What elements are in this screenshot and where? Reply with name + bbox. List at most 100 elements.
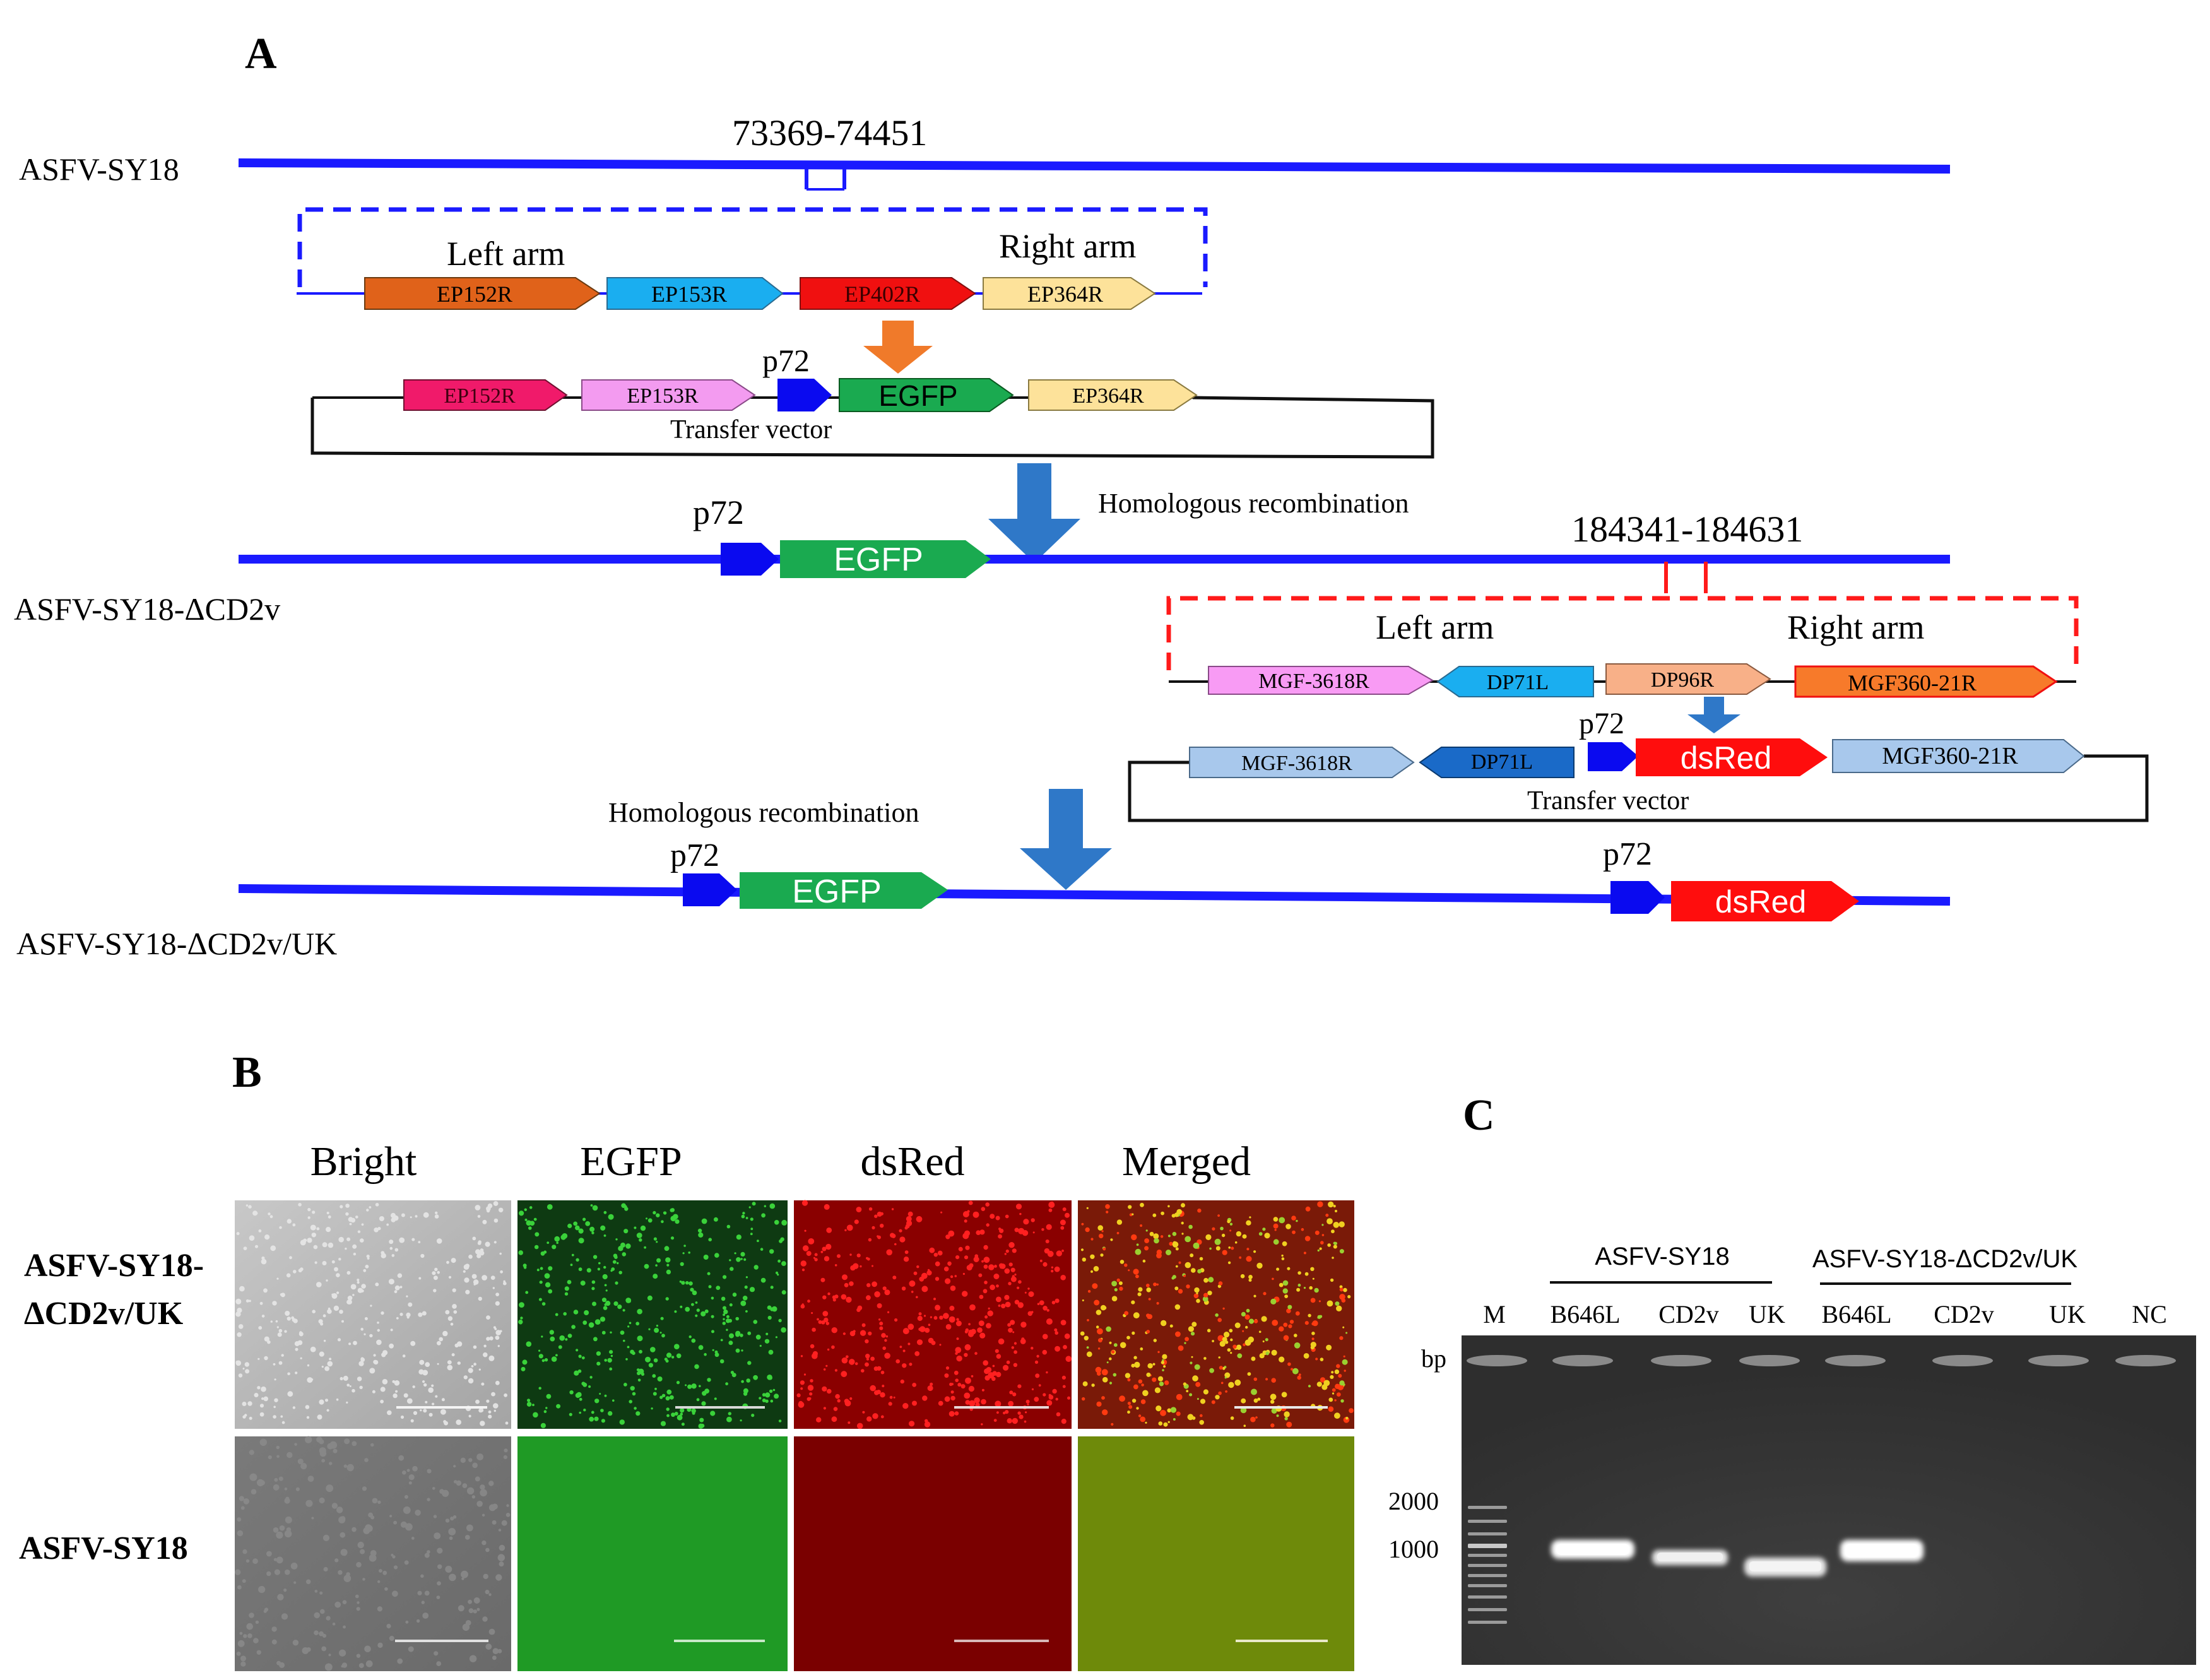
gene-ep364r-label: EP364R bbox=[1027, 281, 1103, 307]
column-label-merged: Merged bbox=[1122, 1139, 1251, 1185]
ladder-label-2000: 2000 bbox=[1388, 1487, 1439, 1515]
genome-line-wt bbox=[238, 158, 1951, 174]
gene-dp71l bbox=[1436, 666, 1594, 697]
genome2-egfp-label: EGFP bbox=[834, 541, 923, 578]
lane-label-nc: NC bbox=[2132, 1300, 2167, 1328]
panel-label-c: C bbox=[1463, 1091, 1495, 1140]
genome2-egfp bbox=[780, 540, 991, 578]
vector2-p72 bbox=[1588, 742, 1638, 771]
image-row1-dsred bbox=[794, 1200, 1072, 1429]
vector2-gene-dp71l bbox=[1419, 747, 1575, 778]
image-row1-bright bbox=[235, 1200, 511, 1429]
lane-label-b646l-2: B646L bbox=[1821, 1300, 1891, 1328]
genome3-dsred-label: dsRed bbox=[1715, 884, 1807, 920]
vector2-dsred bbox=[1636, 738, 1828, 776]
vector2-p72-label: p72 bbox=[1579, 707, 1624, 740]
gene-mgf360-21r bbox=[1794, 665, 2058, 698]
vector1-egfp-label: EGFP bbox=[878, 379, 957, 412]
left-arm-label-2: Left arm bbox=[1376, 608, 1494, 646]
vector1-gene-ep364r-label: EP364R bbox=[1072, 384, 1144, 408]
panel-label-a: A bbox=[245, 30, 277, 78]
transfer-vector-frame-2 bbox=[1128, 754, 2149, 822]
genome-label-dcd2v-uk: ASFV-SY18-ΔCD2v/UK bbox=[16, 926, 337, 961]
gene-ep364r bbox=[983, 277, 1156, 310]
site-label-1: 73369-74451 bbox=[732, 112, 927, 153]
lane-label-b646l-1: B646L bbox=[1550, 1300, 1620, 1328]
vector2-gene-mgf-3618r-label: MGF-3618R bbox=[1241, 752, 1352, 775]
genome3-p72-label-1: p72 bbox=[670, 837, 719, 873]
blue-down-arrow-2 bbox=[1020, 789, 1112, 890]
gene-dp96r bbox=[1605, 663, 1771, 695]
gene-ep152r-label: EP152R bbox=[437, 281, 512, 307]
vector1-gene-ep153r bbox=[581, 379, 756, 411]
left-arm-label-1: Left arm bbox=[447, 235, 565, 273]
row-label-dcd2v-uk-line2: ΔCD2v/UK bbox=[24, 1296, 184, 1332]
image-row1-egfp bbox=[517, 1200, 788, 1429]
genome-line-dcd2v-uk bbox=[238, 884, 1951, 906]
transfer-vector-frame-1 bbox=[310, 396, 1434, 459]
vector1-egfp bbox=[839, 378, 1014, 412]
band-b646l-dcd2v-uk bbox=[1840, 1540, 1923, 1561]
homology-bracket-2 bbox=[1166, 596, 2079, 670]
genome3-egfp-label: EGFP bbox=[792, 873, 882, 910]
blue-down-arrow-1 bbox=[988, 463, 1080, 563]
gene-mgf-3618r-label: MGF-3618R bbox=[1258, 670, 1369, 693]
homologous-recombination-label-1: Homologous recombination bbox=[1098, 488, 1409, 519]
genome2-p72 bbox=[721, 543, 779, 576]
lane-label-cd2v-2: CD2v bbox=[1934, 1300, 1994, 1328]
vector1-p72-label: p72 bbox=[762, 343, 810, 378]
ladder-label-1000: 1000 bbox=[1388, 1535, 1439, 1563]
vector1-p72 bbox=[777, 379, 832, 411]
band-uk-wt bbox=[1744, 1558, 1826, 1576]
group-label-wt: ASFV-SY18 bbox=[1595, 1243, 1729, 1270]
gene-ep402r-label: EP402R bbox=[844, 281, 920, 307]
gene-ep402r bbox=[800, 277, 976, 310]
genome3-p72-2 bbox=[1610, 881, 1665, 914]
column-label-egfp: EGFP bbox=[580, 1139, 682, 1185]
right-arm-label-2: Right arm bbox=[1787, 608, 1924, 646]
genome-label-dcd2v: ASFV-SY18-ΔCD2v bbox=[14, 591, 280, 627]
gene-mgf-3618r bbox=[1208, 666, 1434, 695]
blue-down-arrow-small bbox=[1687, 697, 1740, 733]
vector1-gene-ep152r bbox=[403, 379, 568, 411]
gene-mgf360-21r-label: MGF360-21R bbox=[1848, 670, 1977, 695]
homology-bracket-1 bbox=[297, 207, 1208, 287]
image-row2-bright bbox=[235, 1436, 511, 1671]
genome2-p72-label: p72 bbox=[693, 494, 744, 531]
lane-label-uk-2: UK bbox=[2049, 1300, 2086, 1328]
band-b646l-wt bbox=[1551, 1540, 1634, 1559]
vector2-gene-dp71l-label: DP71L bbox=[1471, 750, 1533, 774]
genome-label-wt: ASFV-SY18 bbox=[19, 151, 179, 187]
bp-label: bp bbox=[1421, 1344, 1446, 1373]
orange-down-arrow bbox=[863, 321, 933, 374]
genome3-dsred bbox=[1671, 881, 1859, 921]
gene-dp96r-label: DP96R bbox=[1651, 668, 1714, 692]
gene-ep153r bbox=[606, 277, 784, 310]
group-label-dcd2v-uk: ASFV-SY18-ΔCD2v/UK bbox=[1812, 1245, 2077, 1273]
vector2-gene-mgf360-21r bbox=[1832, 739, 2085, 773]
column-label-bright: Bright bbox=[310, 1139, 417, 1185]
image-row2-egfp bbox=[517, 1436, 788, 1671]
transfer-vector-label-1: Transfer vector bbox=[670, 415, 832, 444]
vector2-gene-mgf360-21r-label: MGF360-21R bbox=[1882, 743, 2018, 769]
row-label-dcd2v-uk-line1: ASFV-SY18- bbox=[24, 1248, 204, 1284]
vector1-gene-ep364r bbox=[1028, 379, 1198, 411]
genome3-p72-1 bbox=[683, 873, 737, 906]
image-row2-dsred bbox=[794, 1436, 1072, 1671]
lane-label-m: M bbox=[1483, 1300, 1506, 1328]
genome3-p72-label-2: p72 bbox=[1603, 836, 1652, 872]
right-arm-label-1: Right arm bbox=[999, 227, 1136, 265]
gene-ep153r-label: EP153R bbox=[651, 281, 727, 307]
image-row1-merged bbox=[1078, 1200, 1354, 1429]
vector1-gene-ep152r-label: EP152R bbox=[444, 384, 516, 408]
vector2-dsred-label: dsRed bbox=[1681, 740, 1772, 776]
vector2-gene-mgf-3618r bbox=[1189, 747, 1415, 778]
gene-dp71l-label: DP71L bbox=[1487, 671, 1549, 694]
row-label-wt: ASFV-SY18 bbox=[19, 1530, 188, 1566]
vector1-gene-ep153r-label: EP153R bbox=[627, 384, 699, 408]
band-cd2v-wt bbox=[1652, 1550, 1728, 1565]
image-row2-merged bbox=[1078, 1436, 1354, 1671]
homologous-recombination-label-2: Homologous recombination bbox=[608, 797, 919, 828]
lane-label-cd2v-1: CD2v bbox=[1658, 1300, 1719, 1328]
